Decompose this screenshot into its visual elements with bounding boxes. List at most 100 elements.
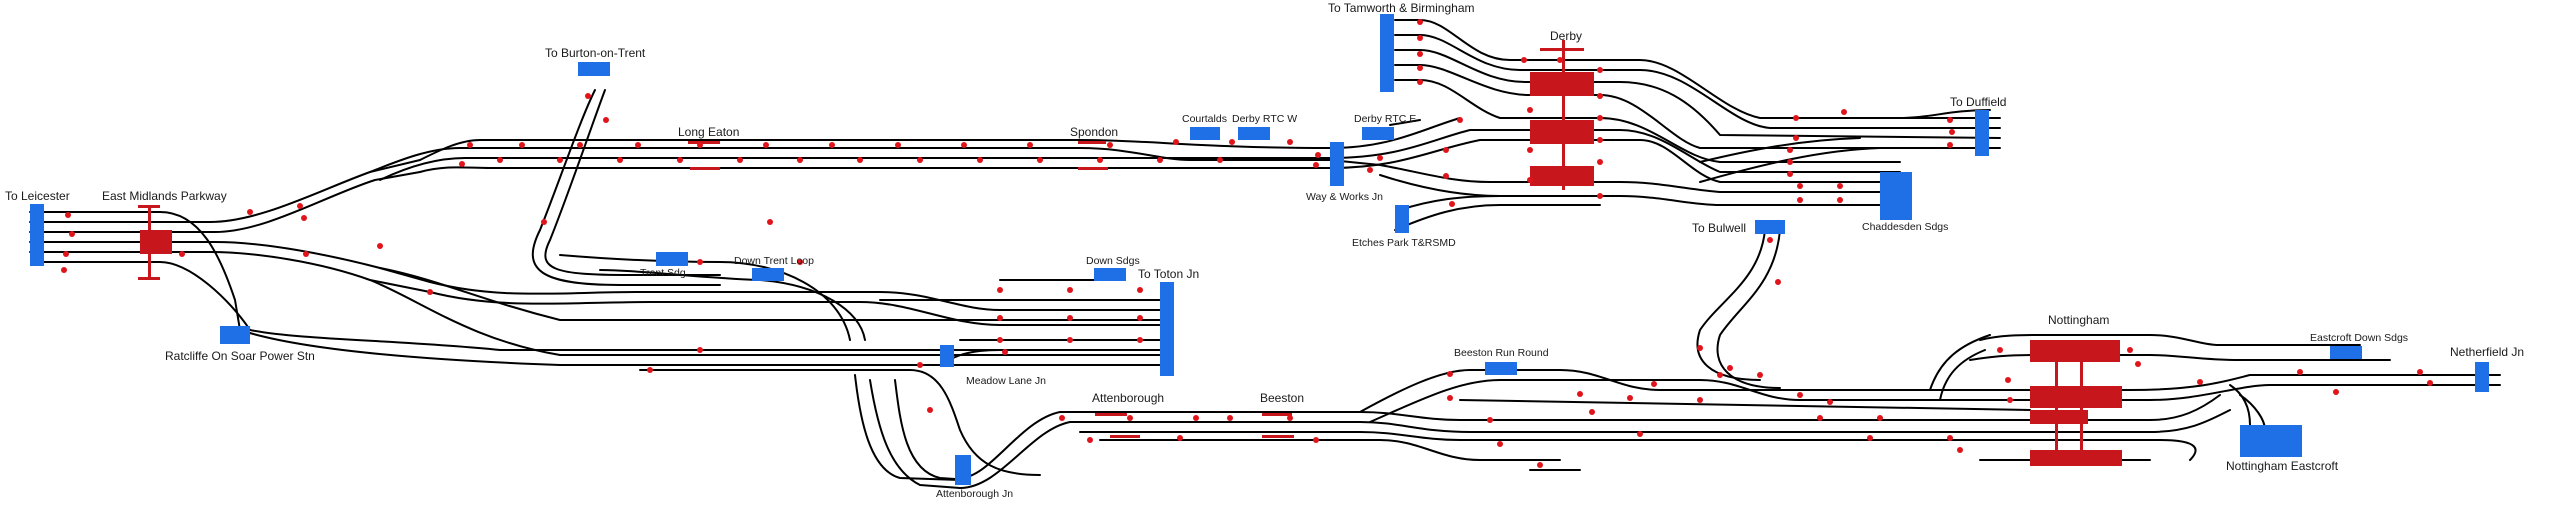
signal <box>2427 380 2433 386</box>
signal <box>1637 431 1643 437</box>
track <box>1699 137 1861 163</box>
signal <box>1313 162 1319 168</box>
label-netherfield: Netherfield Jn <box>2450 345 2524 359</box>
signal <box>1287 139 1293 145</box>
signal <box>1173 139 1179 145</box>
signal <box>603 117 609 123</box>
signal <box>997 287 1003 293</box>
signal <box>2197 379 2203 385</box>
signal <box>1229 139 1235 145</box>
fringe-box-burton <box>578 62 610 76</box>
track <box>1459 399 2031 411</box>
track <box>29 251 431 293</box>
platform-beeston <box>1262 435 1294 438</box>
label-derby-rtc-e: Derby RTC E <box>1354 113 1416 125</box>
labels: To Leicester East Midlands Parkway Ratcl… <box>5 1 2524 500</box>
label-derby-rtc-w: Derby RTC W <box>1232 113 1297 125</box>
signal <box>617 157 623 163</box>
signal <box>1717 372 1723 378</box>
signal <box>1775 279 1781 285</box>
track <box>29 241 431 283</box>
track <box>1969 354 2391 361</box>
signal <box>1127 415 1133 421</box>
label-derby: Derby <box>1550 29 1582 43</box>
platform-bar <box>2055 350 2058 465</box>
signal <box>1597 159 1603 165</box>
signal <box>1997 347 2003 353</box>
label-to-leicester: To Leicester <box>5 189 70 203</box>
signal <box>467 142 473 148</box>
signal <box>1177 435 1183 441</box>
signal <box>1067 315 1073 321</box>
label-beeston: Beeston <box>1260 391 1304 405</box>
signal <box>857 157 863 163</box>
signals <box>61 19 2433 468</box>
signal <box>2007 397 2013 403</box>
track <box>1329 117 1461 149</box>
track <box>2029 409 2231 433</box>
track <box>2029 394 2221 421</box>
signal <box>1157 157 1163 163</box>
platform-long-eaton <box>688 141 720 144</box>
platform-bar <box>2080 345 2083 465</box>
platform-east-midlands-parkway <box>140 230 172 254</box>
signal <box>2127 347 2133 353</box>
track <box>1394 49 2001 139</box>
signal <box>1087 437 1093 443</box>
signal <box>63 251 69 257</box>
track <box>1716 229 1781 389</box>
platform-bar <box>138 277 160 280</box>
fringe-boxes <box>30 14 2489 485</box>
track <box>1389 119 1421 126</box>
signal <box>1443 147 1449 153</box>
label-nottingham: Nottingham <box>2048 313 2109 327</box>
signal <box>829 142 835 148</box>
track <box>1979 334 2361 346</box>
platform-nottingham <box>2030 450 2122 466</box>
signal <box>1315 152 1321 158</box>
signal <box>69 231 75 237</box>
fringe-box-derby-rtc-w <box>1238 127 1270 140</box>
label-to-duffield: To Duffield <box>1950 95 2006 109</box>
signal <box>1097 157 1103 163</box>
label-etches-park: Etches Park T&RSMD <box>1352 237 1456 249</box>
track <box>1379 174 1901 206</box>
track <box>869 379 961 489</box>
signal <box>1867 435 1873 441</box>
platform-attenborough <box>1095 413 1127 416</box>
track <box>29 159 421 223</box>
platform-nottingham <box>2030 410 2088 424</box>
signal <box>1367 167 1373 173</box>
track <box>559 254 851 341</box>
track <box>2029 439 2197 461</box>
track <box>1079 431 2031 441</box>
track <box>1394 64 2001 149</box>
track <box>29 211 241 331</box>
track <box>249 329 1171 351</box>
signal <box>1597 115 1603 121</box>
signal <box>1589 409 1595 415</box>
signal <box>1059 415 1065 421</box>
track <box>1329 129 1901 173</box>
signal <box>1827 399 1833 405</box>
signal <box>977 157 983 163</box>
signal <box>737 157 743 163</box>
signal <box>1597 67 1603 73</box>
fringe-box-netherfield <box>2475 362 2489 392</box>
track <box>544 89 721 276</box>
label-ratcliffe: Ratcliffe On Soar Power Stn <box>165 349 315 363</box>
signal <box>297 203 303 209</box>
signal <box>1443 173 1449 179</box>
signal <box>1447 371 1453 377</box>
track <box>429 281 1171 311</box>
signal <box>1527 177 1533 183</box>
signal <box>2417 369 2423 375</box>
signal <box>895 142 901 148</box>
label-attenborough-jn: Attenborough Jn <box>936 488 1013 500</box>
signal <box>1947 435 1953 441</box>
signal <box>1947 117 1953 123</box>
signal <box>1227 415 1233 421</box>
label-to-burton: To Burton-on-Trent <box>545 46 646 60</box>
signal <box>797 259 803 265</box>
